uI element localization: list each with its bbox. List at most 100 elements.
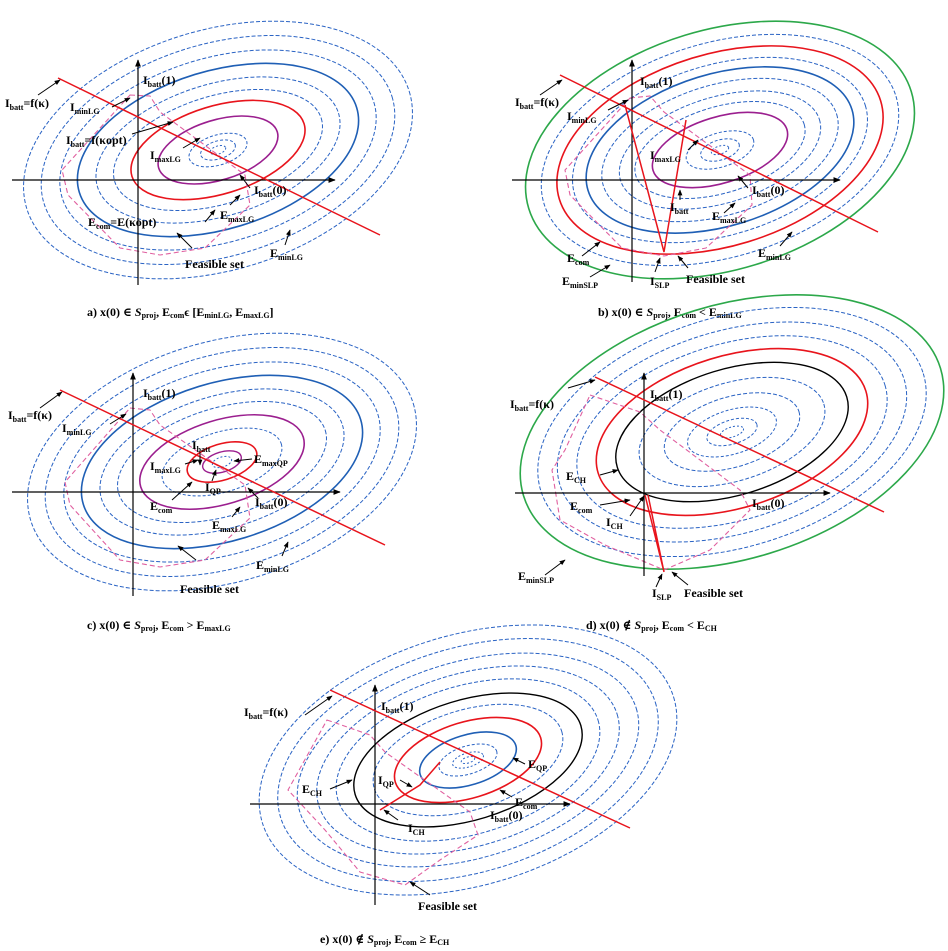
arrow	[687, 139, 699, 151]
caption-d: d) x(0) ∉ Sproj, Ecom < ECH	[586, 618, 718, 633]
arrow	[567, 379, 596, 389]
arrow	[204, 209, 216, 223]
ecom-ellipse	[393, 716, 543, 804]
contour-ellipse	[161, 427, 283, 497]
label-imaxlg: ImaxLG	[150, 148, 181, 164]
contour-ellipse	[452, 751, 484, 769]
caption-a: a) x(0) ∈ Sproj, Ecomϵ [EminLG, EmaxLG]	[87, 305, 274, 320]
label-feasible-set: Feasible set	[180, 582, 239, 596]
label-ibatt0: Ibatt(0)	[255, 495, 287, 511]
arrow	[177, 545, 197, 561]
label-imaxlg: ImaxLG	[150, 459, 181, 475]
label-emaxqp: EmaxQP	[254, 452, 288, 468]
arrow	[607, 99, 629, 111]
label-feasible-set: Feasible set	[418, 899, 477, 913]
label-feasible-set: Feasible set	[686, 272, 745, 286]
panel-c: Ibatt=f(κ) IminLG Ibatt(1) Ibatt ImaxLG …	[8, 332, 417, 633]
contour-ellipse	[537, 306, 927, 558]
label-ibatt-f: Ibatt=f(κ)	[244, 705, 288, 721]
contour-ellipse	[638, 376, 826, 488]
contour-ellipse	[44, 347, 400, 577]
contour-ellipse	[572, 56, 868, 244]
label-ibatt0: Ibatt(0)	[490, 808, 522, 824]
label-iqp: IQP	[378, 773, 394, 789]
arrow	[671, 571, 689, 586]
label-ibatt1: Ibatt(1)	[143, 73, 175, 89]
arrow	[655, 573, 663, 588]
label-feasible-set: Feasible set	[185, 257, 244, 271]
panel-b: Ibatt=f(κ) IminLG ImaxLG Ibatt(1) Ibatt(…	[512, 20, 916, 320]
feasible-set-polygon	[564, 95, 753, 257]
panel-e: Ibatt=f(κ) Ibatt(1) IQP EQP ECH Ecom ICH…	[244, 624, 678, 947]
label-ibatt-f: Ibatt=f(κ)	[515, 95, 559, 111]
feasible-set-polygon	[61, 94, 251, 256]
contour-ellipse	[95, 76, 341, 224]
eminslp-ellipse	[519, 294, 945, 570]
contour-ellipse	[40, 35, 396, 265]
ech-ellipse	[353, 692, 583, 828]
arrow	[284, 229, 291, 246]
arrow	[247, 487, 259, 499]
contour-ellipse	[200, 139, 236, 161]
ecom-ellipse	[595, 347, 869, 517]
label-ibatt0: Ibatt(0)	[254, 183, 286, 199]
label-ibatt: Ibatt	[192, 438, 211, 454]
panel-a-ellipses	[23, 20, 413, 280]
slp-path	[644, 494, 665, 573]
label-eminslp: EminSLP	[518, 569, 554, 585]
label-ecom: Ecom	[567, 251, 590, 267]
arrow	[409, 881, 431, 896]
contour-ellipse	[113, 88, 323, 212]
label-ibatt0: Ibatt(0)	[752, 496, 784, 512]
arrow	[39, 391, 63, 409]
contour-ellipse	[719, 425, 745, 439]
ecom-ellipse	[556, 45, 884, 255]
contour-ellipse	[601, 77, 839, 223]
label-ibatt-f: Ibatt=f(κ)	[5, 96, 49, 112]
contour-ellipse	[27, 332, 417, 592]
label-feasible-set: Feasible set	[684, 586, 743, 600]
contour-ellipse	[700, 138, 740, 162]
label-ecom: Ecom	[150, 499, 173, 515]
arrow	[399, 779, 413, 788]
arrow	[581, 241, 601, 257]
contour-ellipse	[63, 361, 381, 563]
label-emaxlg: EmaxLG	[712, 209, 746, 225]
contour-ellipse	[335, 678, 601, 842]
label-eminlg: EminLG	[256, 558, 289, 574]
arrow	[629, 495, 645, 517]
arrow	[229, 194, 241, 206]
contour-ellipse	[438, 743, 498, 777]
contour-ellipse	[372, 703, 564, 817]
contour-ellipse	[99, 388, 345, 536]
label-ibatt-kopt: Ibatt=f(κopt)	[66, 133, 127, 149]
label-emaxlg: EmaxLG	[212, 518, 246, 534]
arrow	[233, 458, 253, 463]
label-ecom: Ecom	[515, 795, 538, 811]
contour-ellipse	[296, 652, 640, 868]
label-ibatt1: Ibatt(1)	[381, 699, 413, 715]
arrow	[109, 413, 127, 425]
ecom-ellipse	[186, 441, 258, 483]
arrow	[37, 79, 61, 96]
label-islp: ISLP	[652, 586, 671, 602]
eminlg-ellipse	[80, 374, 364, 550]
qp-path	[379, 761, 441, 811]
contour-ellipse	[540, 33, 900, 267]
arrow	[512, 757, 526, 765]
eminlg-ellipse	[585, 66, 855, 234]
ech-ellipse	[615, 361, 849, 503]
arrow	[239, 174, 251, 189]
contour-ellipse	[460, 755, 476, 765]
panel-a: Ibatt=f(κ) IminLG Ibatt=f(κopt) ImaxLG I…	[5, 20, 413, 320]
contour-ellipse	[23, 20, 413, 280]
arrow	[539, 79, 563, 96]
emaxlg-ellipse	[138, 413, 306, 511]
arrow	[176, 232, 193, 249]
eminlg-ellipse	[76, 62, 360, 238]
arrow	[383, 809, 399, 821]
label-ibatt: Ibatt	[670, 200, 689, 216]
contour-ellipse	[634, 100, 806, 200]
arrow	[329, 779, 353, 790]
label-imaxlg: ImaxLG	[650, 148, 681, 164]
